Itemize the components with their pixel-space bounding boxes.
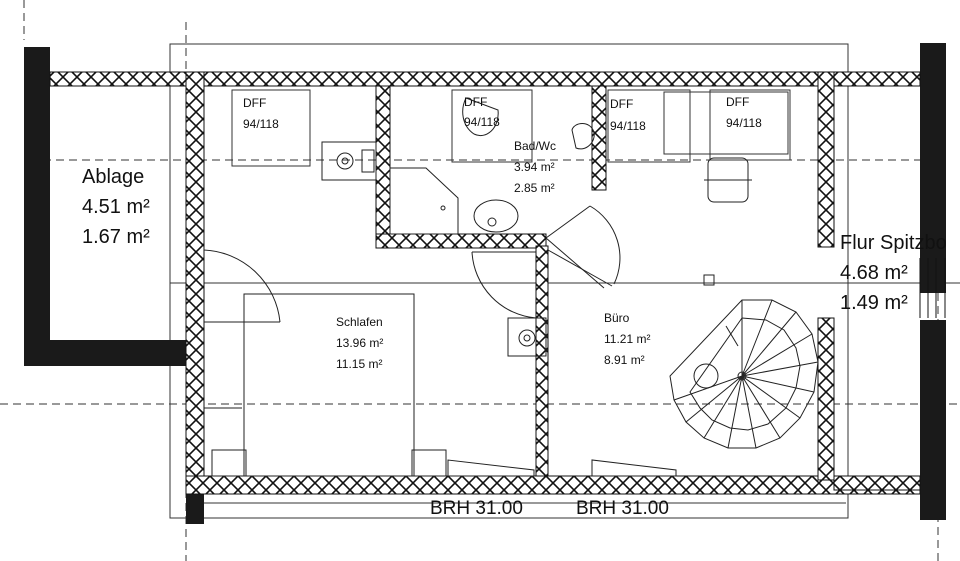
spiral-staircase (669, 299, 819, 449)
window-label-2: DFF (464, 95, 488, 109)
window-size-1: 94/118 (243, 117, 279, 131)
window-sills (447, 459, 677, 477)
parapet-height-2: BRH 31.00 (576, 498, 669, 519)
window-size-4: 94/118 (726, 116, 762, 130)
room-area-bad-2: 2.85 m² (514, 181, 555, 195)
room-area-bad-1: 3.94 m² (514, 160, 555, 174)
stair-rails (919, 258, 946, 318)
room-name-buero: Büro (604, 311, 630, 325)
room-area-buero-2: 8.91 m² (604, 353, 645, 367)
window-label-1: DFF (243, 96, 267, 110)
room-area-ablage-2: 1.67 m² (82, 226, 150, 248)
doors (203, 205, 621, 323)
room-area-schlafen-2: 11.15 m² (336, 357, 383, 371)
roof-outline (169, 43, 960, 519)
room-area-flur-1: 4.68 m² (840, 262, 908, 284)
room-area-ablage-1: 4.51 m² (82, 196, 150, 218)
hatched-walls (49, 71, 921, 495)
room-area-schlafen-1: 13.96 m² (336, 336, 384, 350)
roof-windows (231, 89, 791, 167)
room-name-ablage: Ablage (82, 166, 145, 188)
solid-walls (24, 43, 946, 524)
window-label-3: DFF (610, 97, 634, 111)
room-area-flur-2: 1.49 m² (840, 292, 908, 314)
room-name-schlafen: Schlafen (336, 315, 383, 329)
room-name-bad: Bad/Wc (514, 139, 557, 153)
window-label-4: DFF (726, 95, 750, 109)
parapet-height-1: BRH 31.00 (430, 498, 523, 519)
window-size-2: 94/118 (464, 115, 500, 129)
window-size-3: 94/118 (610, 119, 646, 133)
furniture (204, 274, 715, 477)
room-name-flur: Flur Spitzbo (840, 232, 947, 254)
room-area-buero-1: 11.21 m² (604, 332, 651, 346)
bath-fixtures (321, 97, 752, 357)
